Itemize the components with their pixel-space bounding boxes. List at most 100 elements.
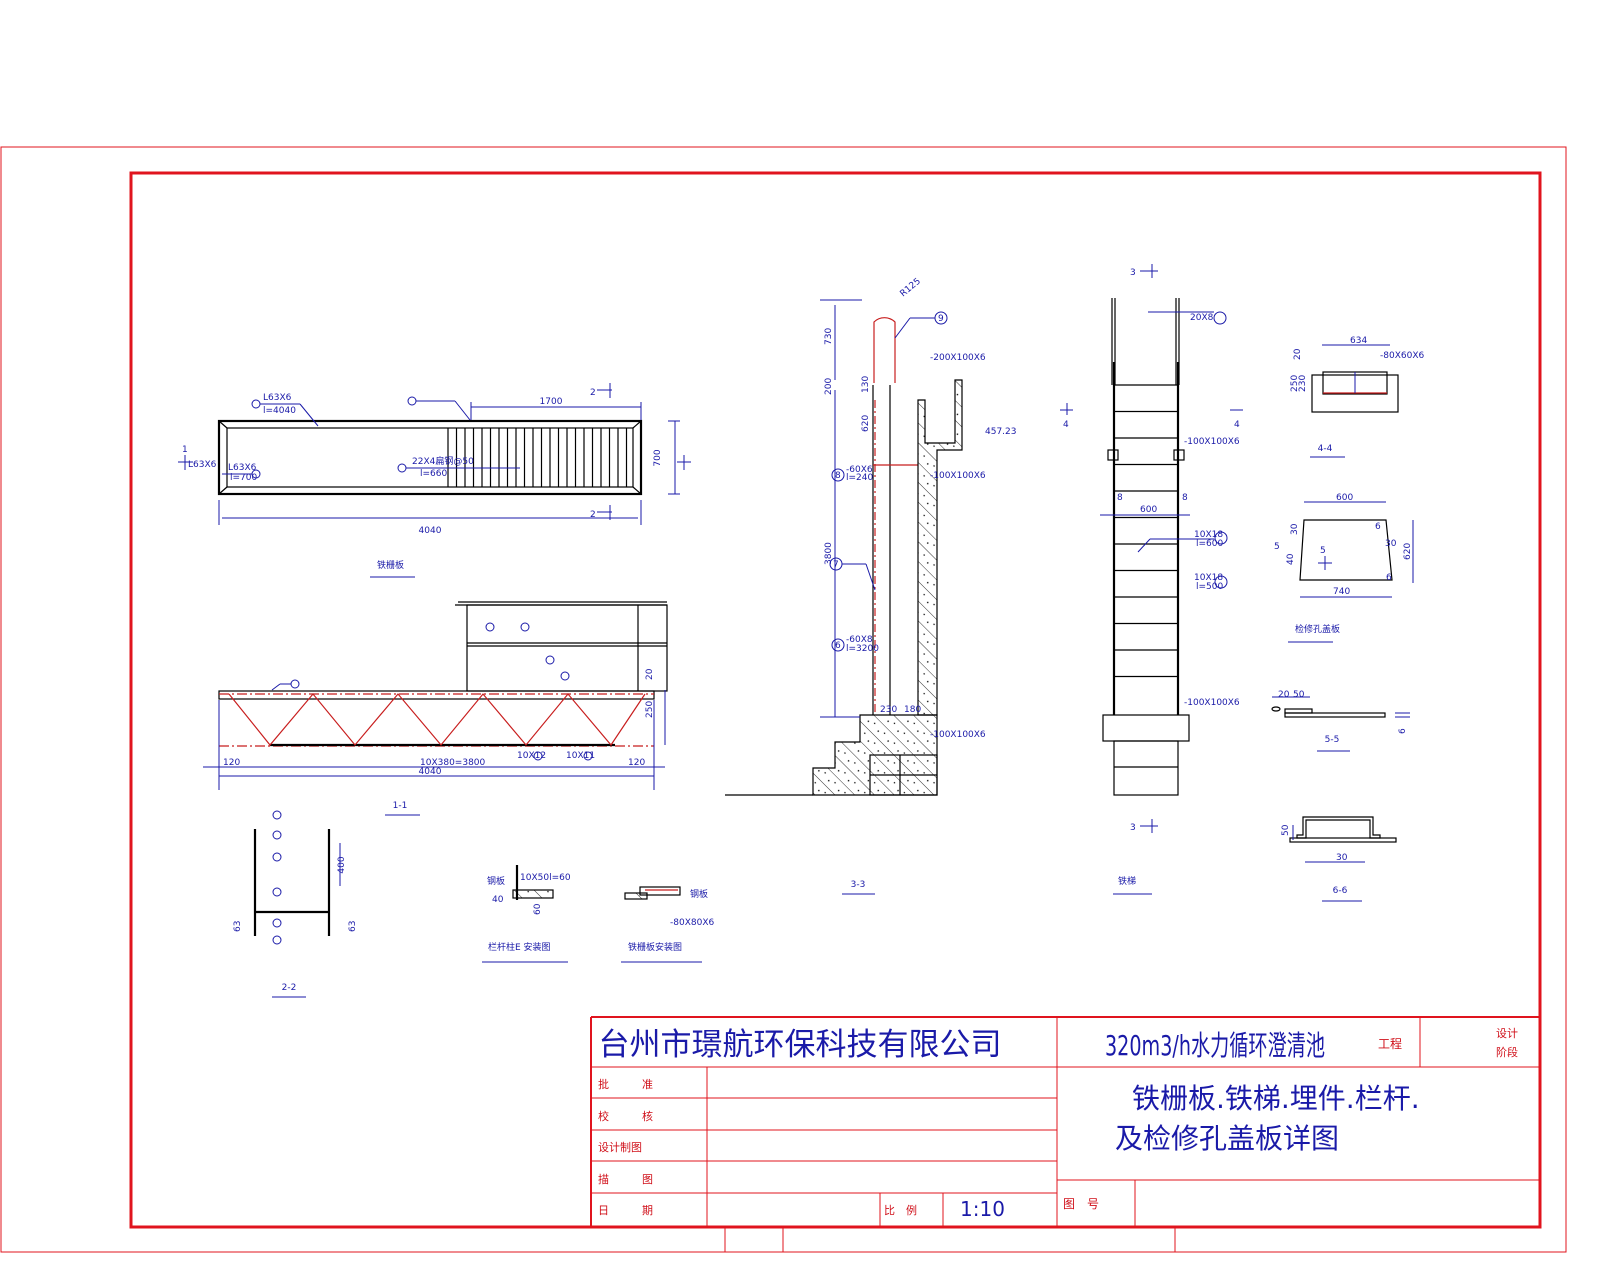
rail-label-2: 10X50l=60 <box>520 873 571 883</box>
section-5-5: 20 50 6 5-5 <box>1271 690 1410 752</box>
dim-8a: 8 <box>1117 493 1123 503</box>
cover-plate: 600 740 620 40 30 30 5 5 6 6 检修孔盖板 <box>1274 493 1414 643</box>
label-5: 10X12 <box>517 751 546 761</box>
item1-label: L63X6 <box>263 393 292 403</box>
section-6-6-caption: 6-6 <box>1333 886 1348 896</box>
dim-total: 4040 <box>419 526 442 536</box>
svg-text:6: 6 <box>835 641 841 651</box>
plate-2: -100X100X6 <box>930 471 986 481</box>
section-1-1-caption: 1-1 <box>393 801 408 811</box>
dim-left: 120 <box>223 758 240 768</box>
label-drawing-no: 图 号 <box>1063 1197 1099 1211</box>
item6-label: 10X18 <box>1194 573 1223 583</box>
dim-bottom: 740 <box>1333 587 1350 597</box>
svg-text:8: 8 <box>835 471 841 481</box>
dim-h2: 250 <box>645 701 655 718</box>
dim-right: 120 <box>628 758 645 768</box>
detail-grating-install: 钢板 -80X80X6 铁栅板安装图 <box>621 886 714 963</box>
section-5-5-caption: 5-5 <box>1325 735 1340 745</box>
dim-top: 400 <box>337 856 347 873</box>
dim-8b: 8 <box>1182 493 1188 503</box>
dim-230: 230 <box>880 705 897 715</box>
section-6-6: 50 30 6-6 <box>1281 816 1397 902</box>
plate-3: -100X100X6 <box>930 730 986 740</box>
section-3-top: 3 <box>1130 268 1136 278</box>
stage-label-2: 阶段 <box>1496 1045 1518 1059</box>
dim-grate: 1700 <box>540 397 563 407</box>
rail-label-1: 钢板 <box>487 875 505 887</box>
item2-length: l=700 <box>230 473 257 483</box>
dim-620: 620 <box>861 415 871 432</box>
scale-value: 1:10 <box>960 1197 1005 1221</box>
rail-dim-1: 40 <box>492 895 504 905</box>
item9-marker: 9 <box>938 314 944 324</box>
dim-634: 634 <box>1350 336 1367 346</box>
section-5-marker: 5 <box>1320 546 1326 556</box>
item8-label: -60X6 <box>846 465 873 475</box>
grating-caption: 铁栅板 <box>377 559 404 571</box>
section-4-marker-right: 4 <box>1234 420 1240 430</box>
dim-h1: 20 <box>645 668 655 680</box>
radius-label: R125 <box>899 277 923 300</box>
dim-top: 600 <box>1336 493 1353 503</box>
item6-length: l=500 <box>1196 582 1223 592</box>
label-draw: 描 图 <box>598 1172 653 1186</box>
dim-h: 620 <box>1403 543 1413 560</box>
section-2-marker-top: 2 <box>590 388 596 398</box>
item2-label: L63X6 <box>228 463 257 473</box>
dim-180: 180 <box>904 705 921 715</box>
dim-50: 50 <box>1281 824 1291 836</box>
plate-1: -100X100X6 <box>1184 437 1240 447</box>
dim-total: 4040 <box>419 767 442 777</box>
dim-20: 20 <box>1293 348 1303 360</box>
dim-span: 10X380=3800 <box>420 758 486 768</box>
svg-text:7: 7 <box>833 560 839 570</box>
plate-2: -100X100X6 <box>1184 698 1240 708</box>
label-approve: 批 准 <box>598 1077 653 1091</box>
dim-200: 200 <box>824 378 834 395</box>
dim-width: 700 <box>653 449 663 466</box>
section-4-4-caption: 4-4 <box>1318 444 1333 454</box>
project-suffix: 工程 <box>1378 1036 1402 1051</box>
title-block: 台州市璟航环保科技有限公司 320m3/h水力循环澄清池 工程 设计 阶段 铁栅… <box>590 1016 1540 1228</box>
label-scale: 比 例 <box>884 1203 917 1217</box>
dim-40: 40 <box>1286 553 1296 565</box>
detail-rail-install: 钢板 10X50l=60 40 60 栏杆柱E 安装图 <box>482 865 571 963</box>
company-name: 台州市璟航环保科技有限公司 <box>599 1027 1002 1063</box>
label-4: 10X11 <box>566 751 595 761</box>
grate-caption: 铁栅板安装图 <box>628 941 682 953</box>
plate-1: -200X100X6 <box>930 353 986 363</box>
section-3-bottom: 3 <box>1130 823 1136 833</box>
ladder-elevation: 600 8 8 20X8 -100X100X6 10X18 l=600 10X1… <box>1060 264 1243 895</box>
item8-length: l=240 <box>846 473 873 483</box>
label-design: 设计制图 <box>598 1141 642 1154</box>
dim-130: 130 <box>861 376 871 393</box>
side-label: L63X6 <box>188 460 217 470</box>
item7-length: l=600 <box>1196 539 1223 549</box>
item3-label: 22X4扁钢@50 <box>412 455 474 467</box>
plate: -80X60X6 <box>1380 351 1424 361</box>
item6-label: -60X8 <box>846 635 873 645</box>
section-4-4: 634 20 250 230 -80X60X6 4-4 <box>1290 336 1424 458</box>
item9-label: 20X8 <box>1190 313 1214 323</box>
dim-230: 230 <box>1298 375 1308 392</box>
dim-30: 30 <box>1290 523 1300 535</box>
item7-label: 10X18 <box>1194 530 1223 540</box>
item3-length: l=660 <box>420 469 447 479</box>
grate-label-2: -80X80X6 <box>670 918 714 928</box>
section-2-2-caption: 2-2 <box>282 983 297 993</box>
section-5-marker-left: 5 <box>1274 542 1280 552</box>
cover-caption: 检修孔盖板 <box>1295 623 1340 635</box>
section-6-marker-bottom: 6 <box>1386 573 1392 583</box>
drawing-frame <box>0 146 1567 1253</box>
grate-label-1: 钢板 <box>690 888 708 900</box>
section-6-marker-top: 6 <box>1375 522 1381 532</box>
label-check: 校 核 <box>598 1109 653 1123</box>
dim-left: 63 <box>233 921 243 932</box>
rail-dim-2: 60 <box>533 903 543 915</box>
section-3-3-caption: 3-3 <box>851 880 866 890</box>
label-date: 日 期 <box>598 1204 653 1217</box>
grating-plan-view: 4040 1700 700 L63X6 l=4040 L63X6 l=700 2… <box>178 383 691 578</box>
dim-600: 600 <box>1140 505 1157 515</box>
